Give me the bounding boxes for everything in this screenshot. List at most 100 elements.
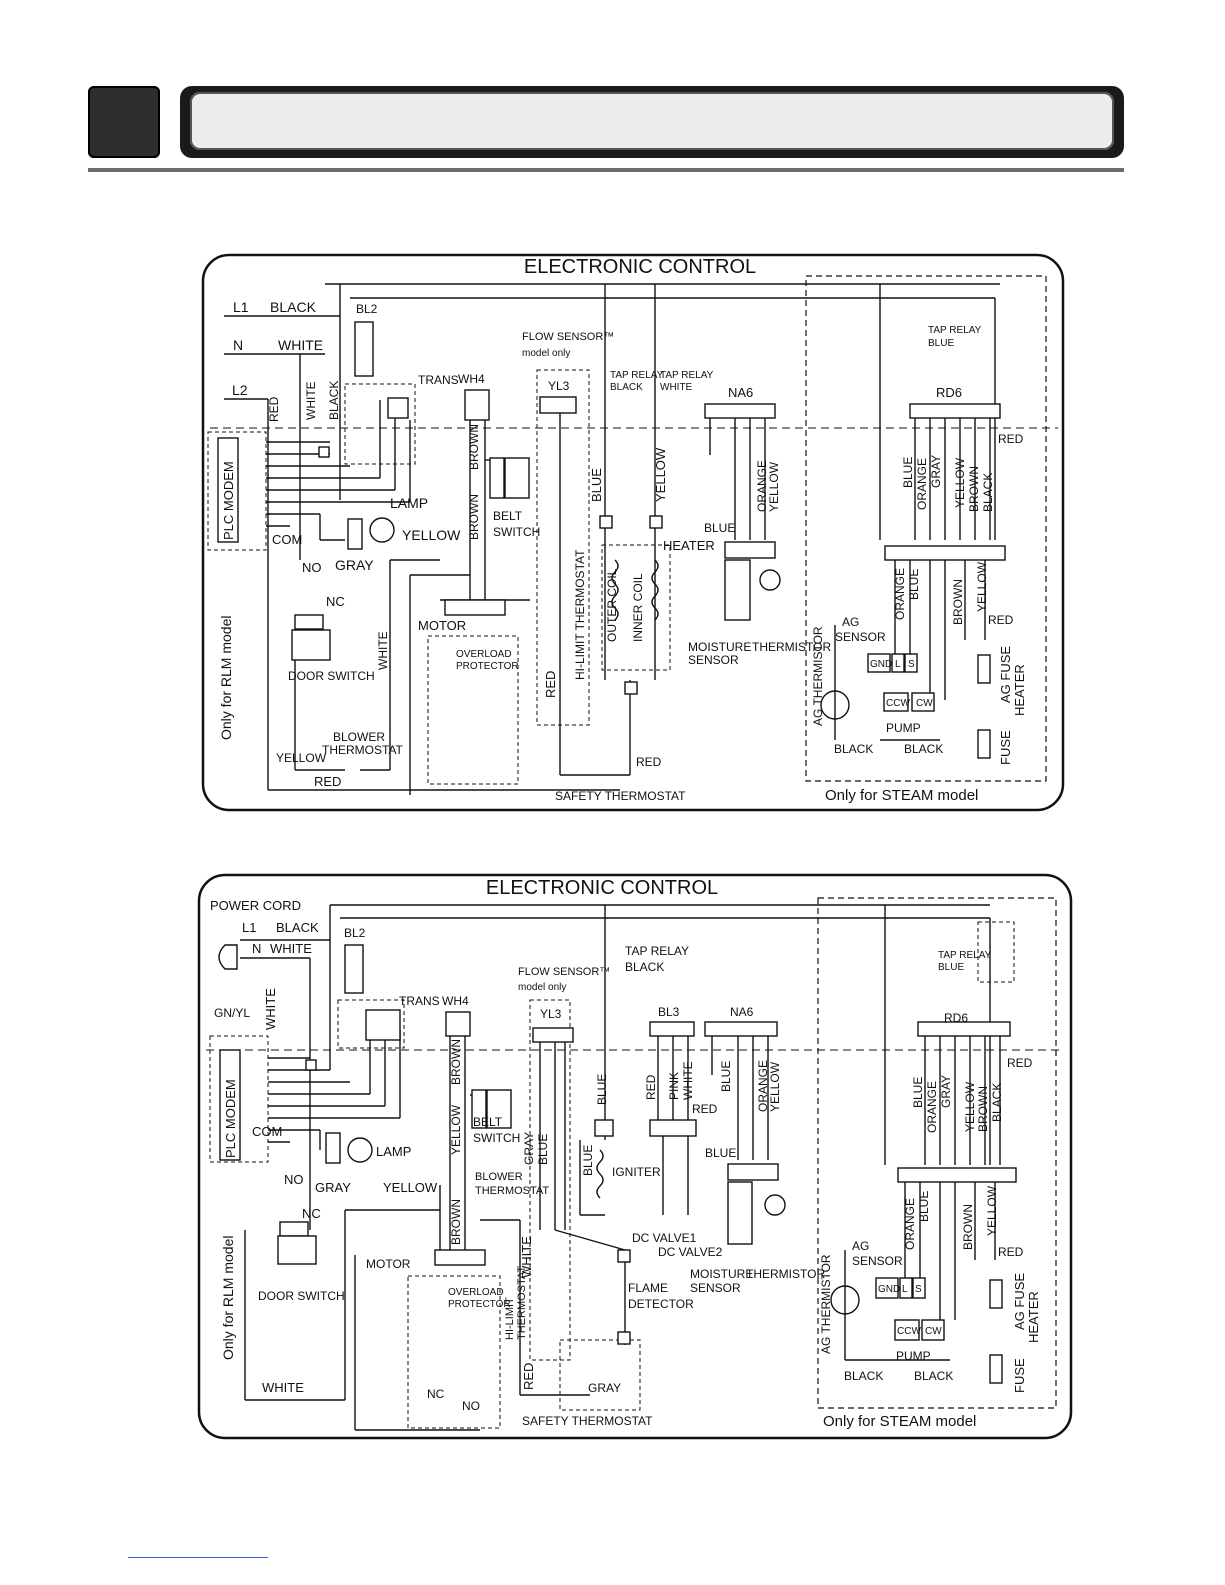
- wire-label-bl2: BL2: [356, 302, 378, 316]
- wire-label-moist2: SENSOR: [690, 1281, 741, 1295]
- wire-label-yellow1: YELLOW: [383, 1180, 438, 1195]
- wire-label-n: N: [233, 337, 243, 353]
- wire-label-fuse1: FUSE: [1012, 1358, 1027, 1393]
- wire-label-wh4: WH4: [442, 994, 469, 1008]
- wire-label-r-gray: GRAY: [939, 1075, 953, 1108]
- wire-label-brown2: BROWN: [449, 1199, 463, 1245]
- wire-label-nc: NC: [302, 1206, 321, 1221]
- wire-label-steam: Only for STEAM model: [825, 787, 978, 804]
- wire-label-ovl2: PROTECTOR: [448, 1299, 511, 1310]
- wire-label-wh4: WH4: [458, 372, 485, 386]
- wire-label-black1: BLACK: [270, 299, 317, 315]
- wire-label-blueig2: BLUE: [581, 1145, 595, 1176]
- wire-label-com: COM: [252, 1124, 282, 1139]
- wire-label-inner: INNER COIL: [631, 573, 645, 642]
- wire-label-rd6: RD6: [936, 385, 962, 400]
- footer-link-rule: [128, 1557, 268, 1558]
- wire-label-r-orange: ORANGE: [925, 1081, 939, 1133]
- section-title-bar-inner: [190, 92, 1114, 150]
- wire-label-yellow-na: YELLOW: [767, 461, 781, 512]
- wire-label-tapb2: BLACK: [625, 960, 664, 974]
- wire-label-grays: GRAY: [588, 1381, 621, 1395]
- wire-label-bluev: BLUE: [589, 468, 604, 502]
- wire-label-r-brown: BROWN: [967, 466, 981, 512]
- wire-label-blackv1: BLACK: [327, 381, 341, 420]
- wire-label-r-black: BLACK: [990, 1083, 1004, 1122]
- wire-label-therm: THERMISTOR: [752, 640, 831, 654]
- wire-label-bluev: BLUE: [536, 1134, 550, 1165]
- wire-label-yellow-na: YELLOW: [768, 1061, 782, 1112]
- wire-label-no2: NO: [462, 1399, 480, 1413]
- wire-label-dcv1: DC VALVE1: [632, 1231, 697, 1245]
- wire-label-modelonly: model only: [518, 982, 566, 993]
- wire-label-trans: TRANS: [418, 373, 459, 387]
- wire-label-nc: NC: [326, 594, 345, 609]
- wire-label-moist2: SENSOR: [688, 653, 739, 667]
- wire-label-ss: S: [915, 1284, 922, 1295]
- wire-label-whitev: WHITE: [263, 988, 278, 1030]
- wire-label-r-blue: BLUE: [911, 1077, 925, 1108]
- wire-label-tapblue2: BLUE: [938, 962, 964, 973]
- section-number-box: [88, 86, 160, 158]
- wire-label-pump: PUMP: [886, 721, 921, 735]
- wire-label-yellow1: YELLOW: [402, 527, 461, 543]
- wire-label-gnd: GND: [870, 659, 892, 670]
- wire-label-trans: TRANS: [399, 994, 440, 1008]
- header-rule: [88, 168, 1124, 172]
- wire-label-heater2: HEATER: [1012, 664, 1027, 716]
- wire-label-na6: NA6: [730, 1005, 754, 1019]
- wire-label-black1: BLACK: [276, 920, 319, 935]
- wire-label-heater: HEATER: [663, 538, 715, 553]
- wire-label-yellowv: YELLOW: [653, 447, 668, 502]
- wire-label-door: DOOR SWITCH: [258, 1289, 345, 1303]
- wire-label-red-r: RED: [1007, 1056, 1033, 1070]
- wire-label-pump: PUMP: [896, 1349, 931, 1363]
- wire-label-whitev1: WHITE: [304, 381, 318, 420]
- wire-label-r-gray: GRAY: [929, 455, 943, 488]
- wire-label-gray1: GRAY: [315, 1180, 351, 1195]
- wire-label-bl2: BL2: [344, 926, 366, 940]
- wire-label-n: N: [252, 941, 261, 956]
- wire-label-tapblue1: TAP RELAY: [928, 325, 982, 336]
- wire-label-brown1: BROWN: [449, 1039, 463, 1085]
- wire-label-rlm: Only for RLM model: [220, 1236, 236, 1360]
- wire-label-ags2: SENSOR: [852, 1254, 903, 1268]
- wire-label-steam: Only for STEAM model: [823, 1413, 976, 1430]
- wire-label-ovl1: OVERLOAD: [456, 649, 512, 660]
- wire-label-brown2: BROWN: [467, 494, 481, 540]
- wire-label-red-f: RED: [998, 1245, 1024, 1259]
- steam-region-1: [805, 275, 1047, 782]
- diagram-2-title: ELECTRONIC CONTROL: [486, 877, 718, 899]
- wire-label-l-orange: ORANGE: [893, 568, 907, 620]
- wire-label-whitem: WHITE: [519, 1236, 534, 1278]
- wire-label-motor: MOTOR: [366, 1257, 411, 1271]
- wire-label-l-blue: BLUE: [917, 1191, 931, 1222]
- wire-label-l-blue: BLUE: [907, 569, 921, 600]
- wire-label-r-blue: BLUE: [901, 457, 915, 488]
- wire-label-whiteb: WHITE: [262, 1380, 304, 1395]
- wire-label-dcv2: DC VALVE2: [658, 1245, 723, 1259]
- wire-label-red-s: RED: [636, 755, 662, 769]
- wire-label-heater2: HEATER: [1026, 1291, 1041, 1343]
- wire-label-lamp: LAMP: [376, 1144, 411, 1159]
- wire-label-power: POWER CORD: [210, 898, 301, 913]
- wire-label-r-black: BLACK: [981, 473, 995, 512]
- wire-label-gnyl: GN/YL: [214, 1006, 250, 1020]
- wire-label-r-brown: BROWN: [976, 1086, 990, 1132]
- wire-label-nc2: NC: [427, 1387, 445, 1401]
- wire-label-white1: WHITE: [270, 941, 312, 956]
- wire-label-r-yellow: YELLOW: [953, 457, 967, 508]
- wire-label-redv: RED: [543, 671, 558, 698]
- wire-label-na6: NA6: [728, 385, 753, 400]
- wire-label-safety: SAFETY THERMOSTAT: [522, 1414, 653, 1428]
- wire-label-agt: AG THERMISTOR: [819, 1254, 833, 1354]
- wire-label-redv1: RED: [267, 396, 281, 422]
- steam-region-2: [817, 897, 1057, 1409]
- wire-label-hilimit1: HI-LIMIT: [504, 1297, 516, 1340]
- wire-label-l-brown: BROWN: [951, 579, 965, 625]
- wire-label-rd6: RD6: [944, 1011, 968, 1025]
- wire-label-plc: PLC MODEM: [223, 1079, 238, 1158]
- wire-label-blower1: BLOWER: [475, 1171, 523, 1183]
- wire-label-tapblack2: BLACK: [610, 382, 643, 393]
